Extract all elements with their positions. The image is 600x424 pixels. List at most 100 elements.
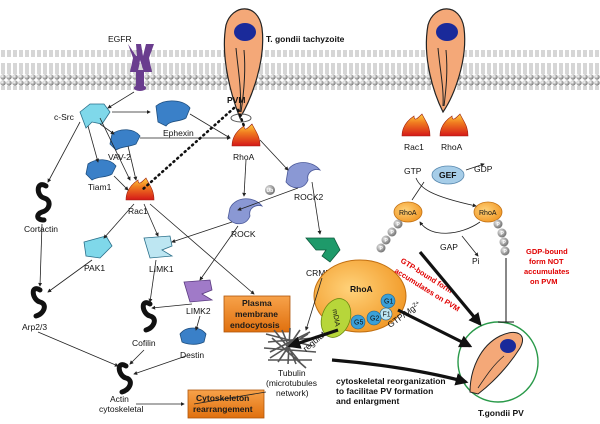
mdia-protein — [320, 298, 352, 338]
gdp-note-1: GDP-bound — [526, 247, 568, 256]
actin-protein — [116, 362, 133, 395]
host-cell-membrane — [0, 50, 600, 90]
rhoa-right-protein — [439, 113, 469, 137]
tubulin-label-2: (microtubules — [266, 378, 317, 388]
g5-domain: G5 — [350, 314, 366, 330]
gdp-note-4: on PVM — [530, 277, 558, 286]
egfr-label: EGFR — [108, 34, 132, 44]
svg-text:P: P — [380, 246, 384, 252]
tiam1-protein — [85, 159, 117, 181]
rhoa-cycle-left-protein — [393, 201, 423, 223]
pak1-label: PAK1 — [84, 263, 105, 273]
rock-protein — [227, 198, 264, 225]
pvm-dotted-arrows — [140, 106, 246, 192]
rhoa-left-label: RhoA — [233, 152, 255, 162]
cortactin-label: Cortactin — [24, 224, 58, 234]
tachyzoite-parasite-right — [425, 8, 466, 114]
svg-text:P: P — [385, 238, 389, 244]
rhoa-cycle-left-label: RhoA — [399, 210, 417, 217]
pi-label: Pi — [472, 256, 480, 266]
vav2-label: VAV-2 — [108, 152, 131, 162]
rac1-left-protein — [125, 177, 155, 201]
thick-arrows — [287, 250, 482, 386]
f1-label: F1 — [383, 312, 391, 319]
gdp-note-3: accumulates — [524, 267, 569, 276]
ubiquitin-text: Ub — [267, 188, 274, 194]
rac1-right-protein — [401, 113, 431, 137]
g1-domain: G1 — [380, 293, 396, 309]
gef-label: GEF — [439, 170, 456, 180]
rac1-left-label: Rac1 — [128, 206, 148, 216]
tachyzoite-label: T. gondii tachyzoite — [266, 34, 345, 44]
actin-label-2: cytoskeletal — [99, 404, 144, 414]
rhoa-cycle-right-label: RhoA — [479, 210, 497, 217]
destin-label: Destin — [180, 350, 204, 360]
plasma-label-2: membrane — [235, 309, 278, 319]
rhoa-center-label: RhoA — [350, 284, 373, 294]
reorg-label-1: cytoskeletal reorganization — [336, 376, 446, 386]
cortactin-protein — [35, 182, 52, 223]
cyto-label-1: Cytoskeleton — [196, 393, 249, 403]
gdp-note-2: form NOT — [529, 257, 564, 266]
csrc-label: c-Src — [54, 112, 75, 122]
rock2-protein — [285, 162, 322, 189]
destin-protein — [179, 327, 207, 345]
actin-label-1: Actin — [110, 394, 129, 404]
g2-domain: G2 — [366, 310, 382, 326]
limk1-label: LIMK1 — [149, 264, 174, 274]
phospho-chain-left: P P P P — [376, 219, 403, 253]
rac1-right-label: Rac1 — [404, 142, 424, 152]
pak1-protein — [83, 235, 113, 259]
svg-text:P: P — [397, 222, 401, 228]
g5-label: G5 — [354, 320, 363, 327]
tachyzoite-parasite-left — [223, 8, 264, 123]
tgondii-pv — [457, 321, 539, 403]
csrc-protein — [79, 103, 111, 129]
cofilin-protein — [140, 300, 157, 333]
cyto-label-2: rearrangement — [193, 404, 253, 414]
crmp2-protein — [305, 237, 341, 263]
limk2-protein — [183, 279, 214, 303]
rock2-label: ROCK2 — [294, 192, 324, 202]
ephexin-protein — [155, 100, 191, 127]
tgondii-pv-label: T.gondii PV — [478, 408, 524, 418]
limk2-label: LIMK2 — [186, 306, 211, 316]
svg-text:P: P — [503, 240, 507, 246]
pvm-label: PVM — [227, 95, 245, 105]
arp23-label: Arp2/3 — [22, 322, 47, 332]
g1-label: G1 — [384, 299, 393, 306]
tubulin-label-1: Tubulin — [278, 368, 306, 378]
rhoa-left-protein — [231, 123, 261, 147]
plasma-label-3: endocytosis — [230, 320, 280, 330]
tubulin-label-3: network) — [276, 388, 309, 398]
reorg-label-2: to facilitae PV formation — [336, 386, 433, 396]
g2-label: G2 — [370, 316, 379, 323]
cofilin-label: Cofilin — [132, 338, 156, 348]
vav2-protein — [109, 129, 141, 151]
rhoa-right-label: RhoA — [441, 142, 463, 152]
mdia-label: mDIA — [330, 309, 340, 328]
pathway-arrows — [37, 91, 485, 406]
arp23-protein — [30, 286, 47, 319]
svg-text:P: P — [504, 249, 508, 255]
phospho-chain-right: P P P P — [493, 219, 510, 256]
rhoa-cycle-right-protein — [473, 201, 503, 223]
gdp-label: GDP — [474, 164, 493, 174]
svg-text:P: P — [501, 231, 505, 237]
rock-label: ROCK — [231, 229, 256, 239]
ephexin-label: Ephexin — [163, 128, 194, 138]
svg-text:P: P — [391, 230, 395, 236]
gap-label: GAP — [440, 242, 458, 252]
plasma-label-1: Plasma — [242, 298, 272, 308]
limk1-protein — [143, 235, 174, 259]
egfr-receptor — [128, 44, 154, 91]
reorg-label-3: and enlargment — [336, 396, 399, 406]
gef-bubble — [431, 165, 465, 185]
ubiquitin-bead: Ub — [265, 185, 275, 195]
crmp2-label: CRMP2 — [306, 268, 336, 278]
gdp-inhibition-line — [498, 258, 514, 323]
plasma-endocytosis-box — [223, 295, 291, 333]
tiam1-label: Tiam1 — [88, 182, 112, 192]
svg-text:P: P — [497, 222, 501, 228]
